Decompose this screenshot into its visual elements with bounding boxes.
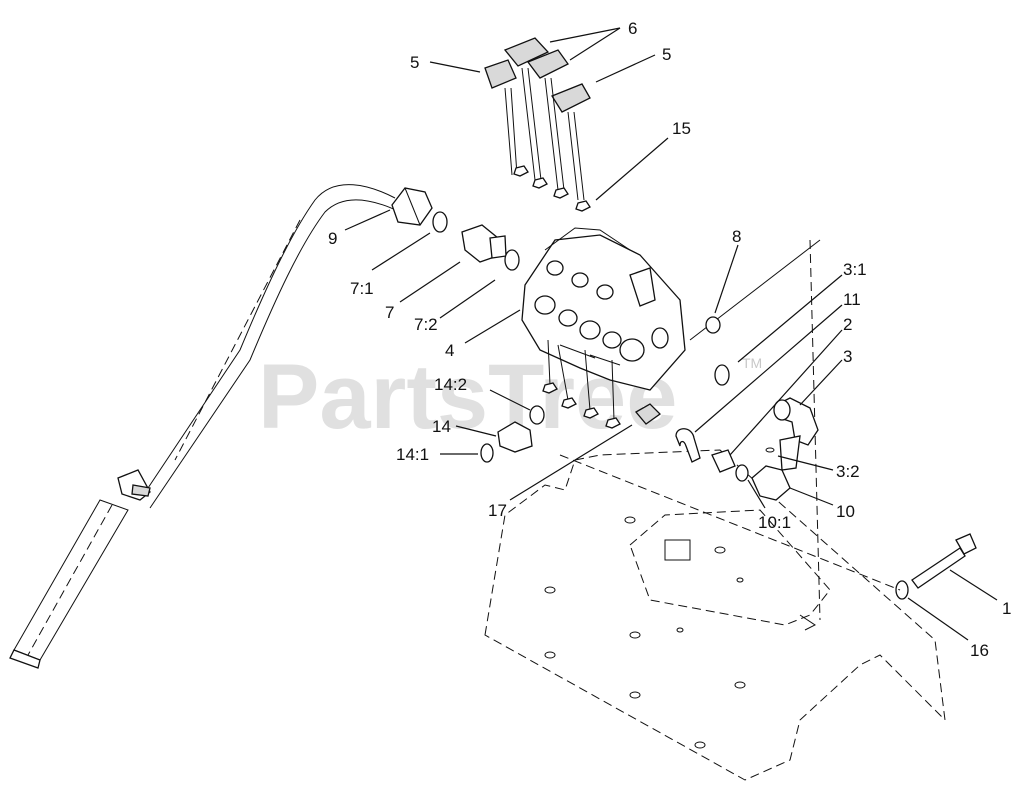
control-levers — [484, 37, 591, 212]
callout-14: 14 — [432, 417, 451, 436]
part-14-1-o-ring — [480, 443, 494, 463]
callout-17: 17 — [488, 501, 507, 520]
part-14-2-o-ring — [529, 405, 545, 425]
callout-14-1: 14:1 — [396, 445, 429, 464]
part-7-fitting — [461, 224, 507, 263]
callout-1: 1 — [1002, 599, 1011, 618]
callout-14-2: 14:2 — [434, 375, 467, 394]
part-11-clip — [675, 428, 701, 463]
handle-tube — [9, 184, 401, 669]
part-7-2-o-ring — [504, 249, 520, 271]
part-14-fitting — [497, 421, 533, 453]
part-17-plug — [635, 403, 662, 425]
part-10-1-o-ring — [735, 464, 749, 482]
callout-5-right: 5 — [662, 45, 671, 64]
callout-10: 10 — [836, 502, 855, 521]
watermark-trademark: TM — [742, 355, 762, 371]
part-10-elbow-fitting — [751, 435, 801, 501]
callout-15: 15 — [672, 119, 691, 138]
callout-10-1: 10:1 — [758, 513, 791, 532]
callout-3: 3 — [843, 347, 852, 366]
callout-9: 9 — [328, 229, 337, 248]
callout-8: 8 — [732, 227, 741, 246]
lever-lower-nuts — [542, 339, 621, 429]
part-3-elbow-fitting — [773, 397, 819, 446]
callout-11: 11 — [843, 290, 861, 309]
callout-labels: 5 6 5 15 9 7:1 7 7:2 4 8 3:1 11 2 3 14:2… — [328, 19, 1011, 660]
leader-lines — [344, 27, 998, 641]
part-4-valve-body — [521, 227, 686, 391]
callout-3-2: 3:2 — [836, 462, 860, 481]
callout-4: 4 — [445, 341, 454, 360]
callout-3-1: 3:1 — [843, 260, 867, 279]
callout-2: 2 — [843, 315, 852, 334]
part-3-1-o-ring — [714, 364, 730, 386]
callout-7-2: 7:2 — [414, 315, 438, 334]
part-16-washer — [895, 580, 909, 600]
callout-7: 7 — [385, 303, 394, 322]
part-9-tube-nut — [391, 187, 433, 226]
callout-5-left: 5 — [410, 53, 419, 72]
callout-6: 6 — [628, 19, 637, 38]
callout-16: 16 — [970, 641, 989, 660]
mounting-plate — [484, 239, 946, 781]
part-8-cap — [705, 316, 721, 334]
part-1-bolt — [911, 533, 977, 589]
part-3-2-o-ring — [765, 447, 775, 453]
callout-7-1: 7:1 — [350, 279, 374, 298]
part-7-1-o-ring — [432, 211, 448, 233]
part-2-fitting — [711, 449, 736, 473]
bolt-alignment-line — [559, 454, 901, 591]
